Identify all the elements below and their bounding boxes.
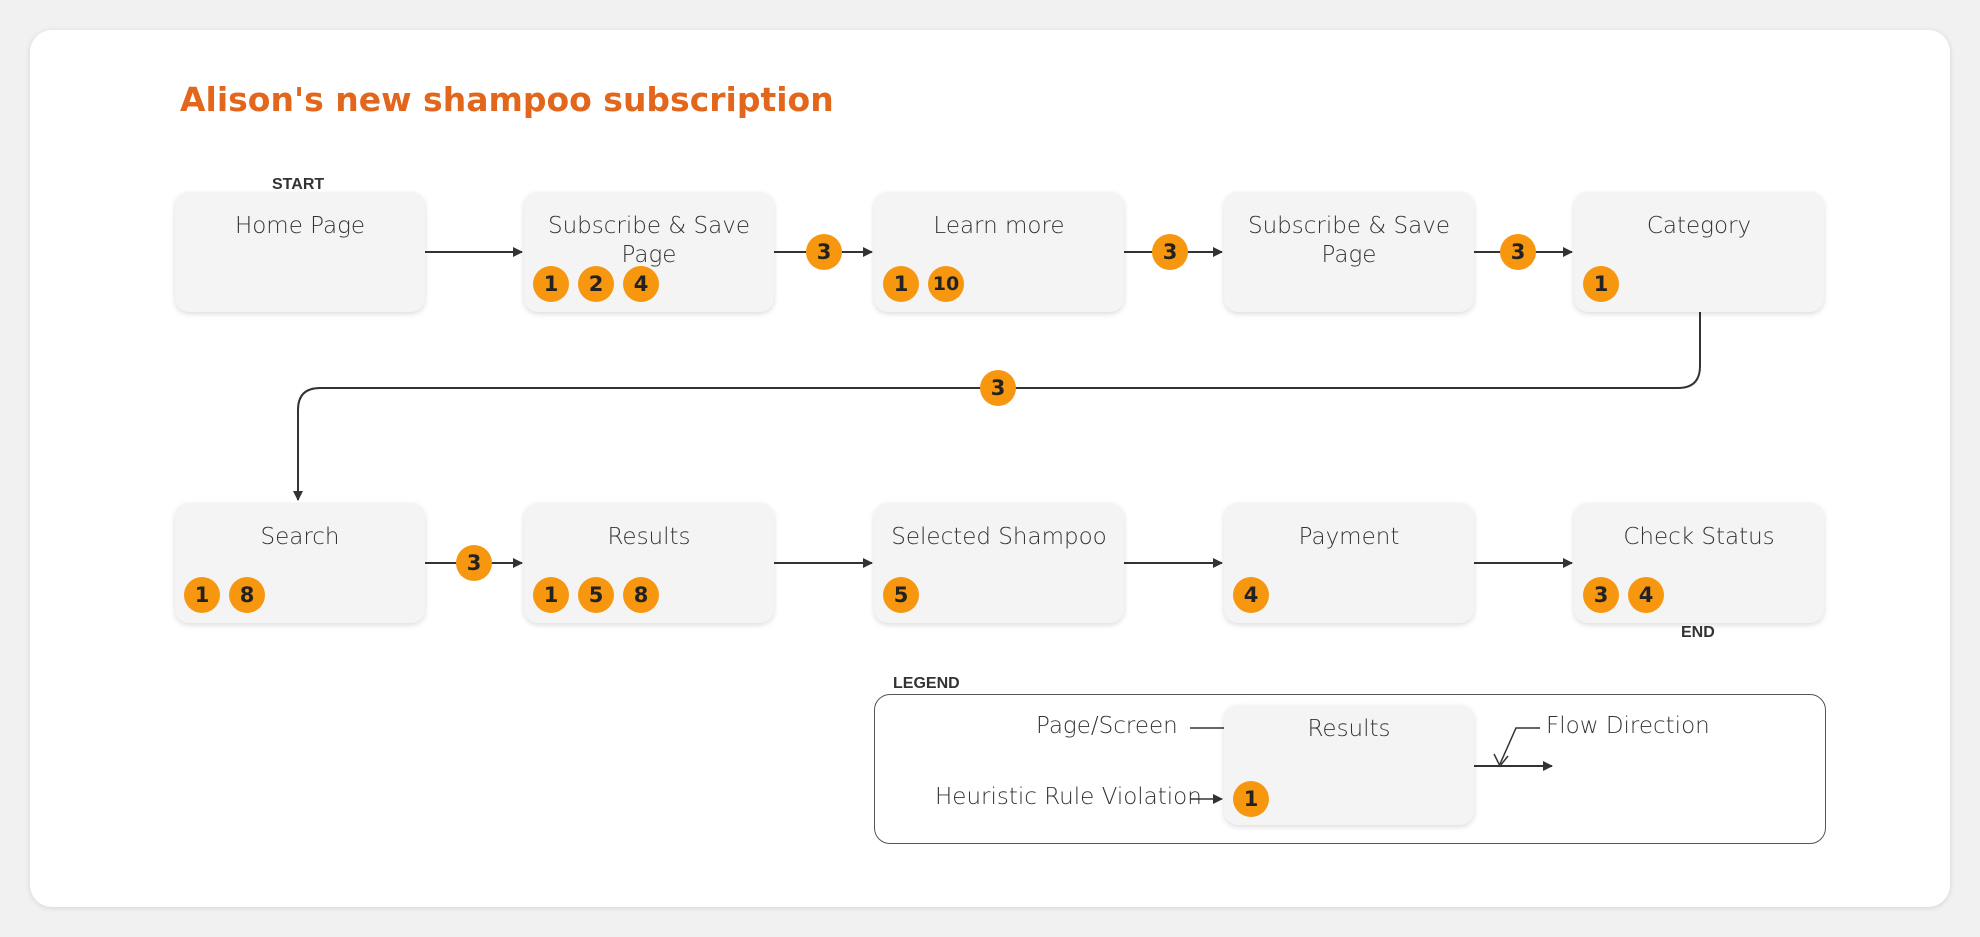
node-label: Search	[260, 524, 340, 550]
violation-badge: 10	[928, 266, 964, 302]
legend-heuristic-label: Heuristic Rule Violation	[935, 784, 1202, 810]
legend-page-screen-label: Page/Screen	[1036, 713, 1178, 739]
violation-badge: 1	[533, 577, 569, 613]
flow-node-category: Category 1	[1574, 192, 1824, 312]
flow-node-home-page: Home Page	[175, 192, 425, 312]
legend-sample-node-label: Results	[1307, 716, 1391, 742]
violation-badges: 5	[883, 577, 919, 613]
violation-badge: 8	[229, 577, 265, 613]
node-label: Selected Shampoo	[891, 524, 1107, 550]
violation-badge: 2	[578, 266, 614, 302]
violation-badges: 1	[1583, 266, 1619, 302]
violation-badges: 3 4	[1583, 577, 1664, 613]
edge-violation-badge: 3	[456, 545, 492, 581]
violation-badge: 4	[623, 266, 659, 302]
legend-sample-node: Results 1	[1224, 705, 1474, 825]
end-label: END	[1681, 624, 1715, 641]
violation-badge: 1	[1233, 781, 1269, 817]
edge-violation-badge: 3	[980, 370, 1016, 406]
flow-node-learn-more: Learn more 1 10	[874, 192, 1124, 312]
violation-badges: 1 10	[883, 266, 964, 302]
node-label: Check Status	[1623, 524, 1775, 550]
flow-node-payment: Payment 4	[1224, 503, 1474, 623]
node-label: Category	[1646, 213, 1752, 239]
violation-badges: 1 5 8	[533, 577, 659, 613]
legend-pointer-head	[1493, 753, 1509, 768]
edge-violation-badge: 3	[1500, 234, 1536, 270]
node-label: Subscribe & Save Page	[1247, 213, 1450, 268]
flow-arrow-wrap	[293, 312, 1701, 501]
violation-badge: 1	[533, 266, 569, 302]
violation-badge: 5	[883, 577, 919, 613]
node-label: Learn more	[933, 213, 1065, 239]
violation-badge: 1	[184, 577, 220, 613]
edge-violation-badge: 3	[806, 234, 842, 270]
violation-badges: 1	[1233, 781, 1269, 817]
violation-badge: 1	[1583, 266, 1619, 302]
violation-badge: 8	[623, 577, 659, 613]
legend-pointer-arrow	[1499, 727, 1540, 765]
violation-badges: 1 8	[184, 577, 265, 613]
legend-flow-direction-label: Flow Direction	[1546, 713, 1710, 739]
violation-badges: 1 2 4	[533, 266, 659, 302]
flow-node-selected-shampoo: Selected Shampoo 5	[874, 503, 1124, 623]
diagram-title: Alison's new shampoo subscription	[180, 80, 834, 119]
flow-node-subscribe-save-page: Subscribe & Save Page 1 2 4	[524, 192, 774, 312]
violation-badge: 4	[1628, 577, 1664, 613]
legend-box	[874, 694, 1826, 844]
violation-badges: 4	[1233, 577, 1269, 613]
flow-node-results: Results 1 5 8	[524, 503, 774, 623]
legend-title: LEGEND	[893, 675, 960, 692]
flow-node-subscribe-save-page-2: Subscribe & Save Page	[1224, 192, 1474, 312]
edge-violation-badge: 3	[1152, 234, 1188, 270]
diagram-card	[30, 30, 1950, 907]
start-label: START	[272, 176, 325, 193]
violation-badge: 5	[578, 577, 614, 613]
node-label: Home Page	[234, 213, 366, 239]
violation-badge: 4	[1233, 577, 1269, 613]
node-label: Subscribe & Save Page	[547, 213, 750, 268]
node-label: Payment	[1298, 524, 1400, 550]
flow-node-search: Search 1 8	[175, 503, 425, 623]
violation-badge: 3	[1583, 577, 1619, 613]
violation-badge: 1	[883, 266, 919, 302]
flow-node-check-status: Check Status 3 4	[1574, 503, 1824, 623]
node-label: Results	[607, 524, 691, 550]
